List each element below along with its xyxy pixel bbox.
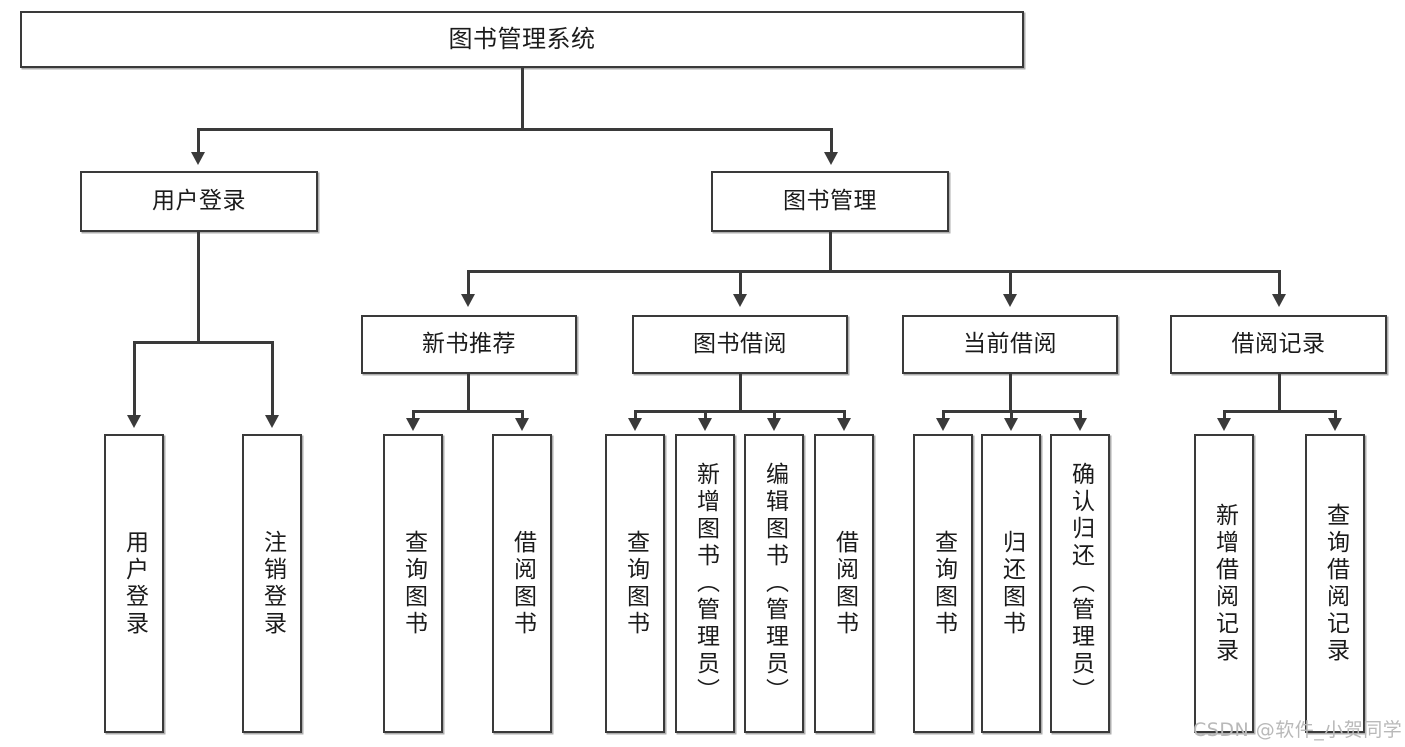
connector-new-book-to-leaf-0 <box>412 410 415 420</box>
arrow-cb-to-leaf-0 <box>936 418 950 431</box>
node-label: 确认归还（管理员） <box>1067 462 1094 705</box>
arrow-bm-to-borrow-records <box>1272 294 1286 307</box>
arrow-root-to-user-login <box>191 152 205 165</box>
node-new-book-recommend[interactable]: 新书推荐 <box>361 315 577 374</box>
connector-bm-to-current-borrow <box>1009 270 1012 296</box>
node-root-book-management-system[interactable]: 图书管理系统 <box>20 11 1024 68</box>
arrow-user-login-to-leaf-0 <box>127 415 141 428</box>
arrow-new-book-to-leaf-0 <box>406 418 420 431</box>
connector-bb-to-leaf-3 <box>843 410 846 420</box>
arrow-bb-to-leaf-2 <box>767 418 781 431</box>
csdn-watermark: CSDN @软件_小贺同学 <box>1193 719 1403 741</box>
leaf-borrow-records-add-record[interactable]: 新增借阅记录 <box>1194 434 1254 733</box>
node-current-borrow[interactable]: 当前借阅 <box>902 315 1118 374</box>
connector-borrow-records-stem <box>1278 374 1281 412</box>
connector-root-to-book-management <box>830 128 833 154</box>
arrow-bb-to-leaf-1 <box>698 418 712 431</box>
connector-bm-to-borrow-records <box>1278 270 1281 296</box>
connector-bb-to-leaf-0 <box>634 410 637 420</box>
arrow-bb-to-leaf-0 <box>628 418 642 431</box>
connector-cb-to-leaf-0 <box>942 410 945 420</box>
leaf-current-borrow-return-book[interactable]: 归还图书 <box>981 434 1041 733</box>
connector-bm-to-book-borrow <box>739 270 742 296</box>
connector-new-book-bus <box>413 410 523 413</box>
node-label: 借阅图书 <box>831 529 858 638</box>
connector-bb-to-leaf-1 <box>704 410 707 420</box>
node-label: 新书推荐 <box>422 330 516 357</box>
connector-root-bus <box>198 128 833 131</box>
node-label: 图书借阅 <box>693 330 787 357</box>
connector-borrow-records-bus <box>1224 410 1336 413</box>
node-label: 当前借阅 <box>963 330 1057 357</box>
node-label: 新增图书（管理员） <box>692 462 719 705</box>
connector-br-to-leaf-1 <box>1334 410 1337 420</box>
leaf-current-borrow-query-book[interactable]: 查询图书 <box>913 434 973 733</box>
arrow-br-to-leaf-0 <box>1217 418 1231 431</box>
leaf-user-login-login[interactable]: 用户登录 <box>104 434 164 733</box>
node-book-borrow[interactable]: 图书借阅 <box>632 315 848 374</box>
node-label: 图书管理 <box>783 187 877 214</box>
node-label: 查询图书 <box>930 529 957 638</box>
node-label: 查询图书 <box>400 529 427 638</box>
leaf-user-login-logout[interactable]: 注销登录 <box>242 434 302 733</box>
connector-user-login-stem <box>197 232 200 343</box>
arrow-cb-to-leaf-2 <box>1073 418 1087 431</box>
leaf-borrow-records-query-record[interactable]: 查询借阅记录 <box>1305 434 1365 733</box>
leaf-new-book-borrow-book[interactable]: 借阅图书 <box>492 434 552 733</box>
arrow-root-to-book-management <box>824 152 838 165</box>
connector-book-management-stem <box>829 232 832 272</box>
connector-cb-to-leaf-2 <box>1079 410 1082 420</box>
arrow-cb-to-leaf-1 <box>1004 418 1018 431</box>
node-label: 查询借阅记录 <box>1322 502 1349 665</box>
node-user-login[interactable]: 用户登录 <box>80 171 318 232</box>
connector-book-borrow-bus <box>635 410 845 413</box>
node-book-management[interactable]: 图书管理 <box>711 171 949 232</box>
connector-user-login-to-leaf-1 <box>271 341 274 417</box>
connector-user-login-to-leaf-0 <box>133 341 136 417</box>
leaf-current-borrow-confirm-return-admin[interactable]: 确认归还（管理员） <box>1050 434 1110 733</box>
node-label: 借阅记录 <box>1231 330 1326 357</box>
leaf-new-book-query-book[interactable]: 查询图书 <box>383 434 443 733</box>
node-label: 新增借阅记录 <box>1211 502 1238 665</box>
connector-root-to-user-login <box>197 128 200 154</box>
connector-new-book-to-leaf-1 <box>521 410 524 420</box>
arrow-bm-to-current-borrow <box>1003 294 1017 307</box>
connector-book-management-bus <box>468 270 1280 273</box>
arrow-new-book-to-leaf-1 <box>515 418 529 431</box>
node-label: 用户登录 <box>152 187 246 214</box>
leaf-book-borrow-query-book[interactable]: 查询图书 <box>605 434 665 733</box>
arrow-bm-to-book-borrow <box>733 294 747 307</box>
node-label: 用户登录 <box>121 529 148 638</box>
connector-current-borrow-stem <box>1009 374 1012 412</box>
connector-bb-to-leaf-2 <box>773 410 776 420</box>
connector-user-login-bus <box>134 341 274 344</box>
arrow-user-login-to-leaf-1 <box>265 415 279 428</box>
node-label: 查询图书 <box>622 529 649 638</box>
connector-cb-to-leaf-1 <box>1010 410 1013 420</box>
node-label: 编辑图书（管理员） <box>761 462 788 705</box>
connector-new-book-stem <box>467 374 470 412</box>
leaf-book-borrow-edit-book-admin[interactable]: 编辑图书（管理员） <box>744 434 804 733</box>
connector-br-to-leaf-0 <box>1223 410 1226 420</box>
arrow-bm-to-new-book <box>461 294 475 307</box>
node-label: 注销登录 <box>259 529 286 638</box>
node-label: 借阅图书 <box>509 529 536 638</box>
connector-root-stem <box>521 68 524 130</box>
node-label: 归还图书 <box>998 529 1025 638</box>
connector-book-borrow-stem <box>739 374 742 412</box>
node-label: 图书管理系统 <box>448 25 596 54</box>
leaf-book-borrow-add-book-admin[interactable]: 新增图书（管理员） <box>675 434 735 733</box>
node-borrow-records[interactable]: 借阅记录 <box>1170 315 1387 374</box>
leaf-book-borrow-borrow-book[interactable]: 借阅图书 <box>814 434 874 733</box>
arrow-br-to-leaf-1 <box>1328 418 1342 431</box>
connector-bm-to-new-book <box>467 270 470 296</box>
arrow-bb-to-leaf-3 <box>837 418 851 431</box>
